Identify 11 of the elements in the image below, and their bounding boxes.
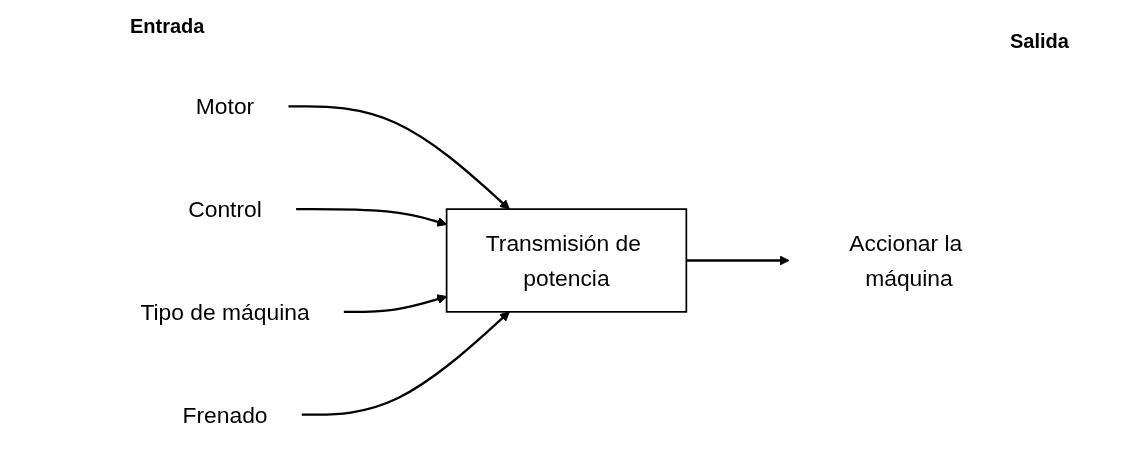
node-text: Control [188,196,262,222]
node-text: Tipo de máquina [140,298,310,324]
arrow [301,310,510,416]
node-box: Transmisión de potencia [445,207,688,313]
arrow [686,254,790,265]
node-text: Motor [195,93,255,119]
node-text: Frenado [182,401,268,427]
column-heading: Entrada [130,15,205,38]
arrow [288,104,510,210]
node-text: Accionar la máquina [849,230,963,290]
column-heading: Salida [1010,30,1069,53]
